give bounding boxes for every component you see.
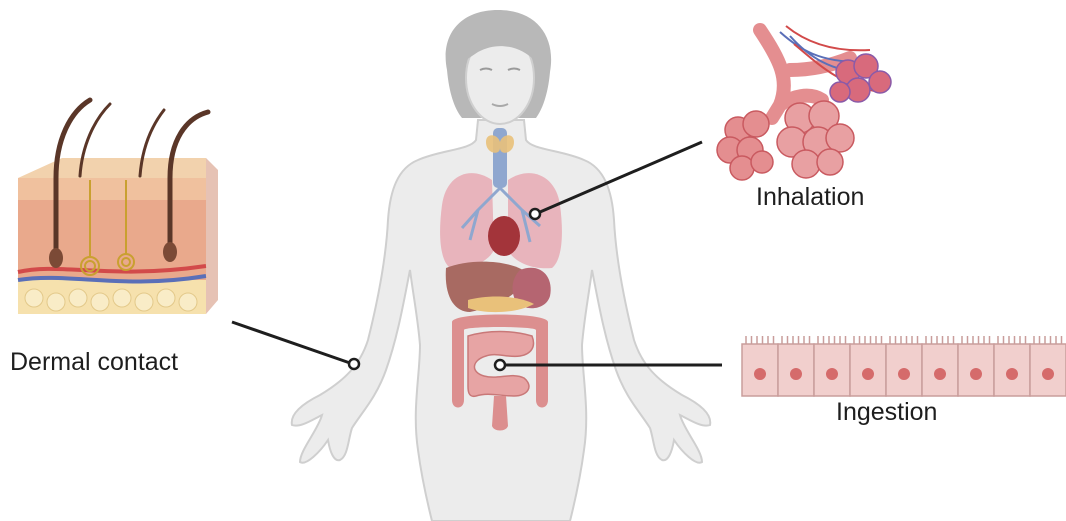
- label-inhalation: Inhalation: [756, 183, 864, 212]
- microvilli: [962, 336, 990, 344]
- pointer-dermal: [232, 322, 350, 363]
- cell-nucleus: [1042, 368, 1054, 380]
- microvilli: [998, 336, 1026, 344]
- microvilli: [782, 336, 810, 344]
- cell-nucleus: [898, 368, 910, 380]
- alveolar-cluster-center: [777, 101, 854, 178]
- microvilli: [890, 336, 918, 344]
- cell-nucleus: [934, 368, 946, 380]
- microvilli: [746, 336, 774, 344]
- alveolar-cluster-left: [717, 111, 773, 180]
- skin-cross-section: [18, 100, 218, 314]
- cell-nucleus: [790, 368, 802, 380]
- cell-nucleus: [970, 368, 982, 380]
- microvilli: [926, 336, 954, 344]
- label-dermal-contact: Dermal contact: [10, 348, 178, 377]
- cell-nucleus: [1006, 368, 1018, 380]
- cell-nucleus: [754, 368, 766, 380]
- microvilli: [1034, 336, 1062, 344]
- skin-surface: [18, 158, 206, 178]
- fat-layer: [18, 280, 206, 314]
- epidermis-layer: [18, 178, 206, 200]
- cell-nucleus: [862, 368, 874, 380]
- endpoint-inhalation: [530, 209, 540, 219]
- alveoli-illustration: [717, 26, 891, 180]
- microvilli: [818, 336, 846, 344]
- label-ingestion: Ingestion: [836, 398, 937, 427]
- skin-side-face: [206, 158, 218, 314]
- microvilli: [854, 336, 882, 344]
- rectum: [492, 396, 508, 431]
- intestinal-epithelium: [742, 336, 1066, 396]
- cell-nucleus: [826, 368, 838, 380]
- endpoint-dermal: [349, 359, 359, 369]
- endpoint-ingestion: [495, 360, 505, 370]
- heart: [488, 216, 520, 256]
